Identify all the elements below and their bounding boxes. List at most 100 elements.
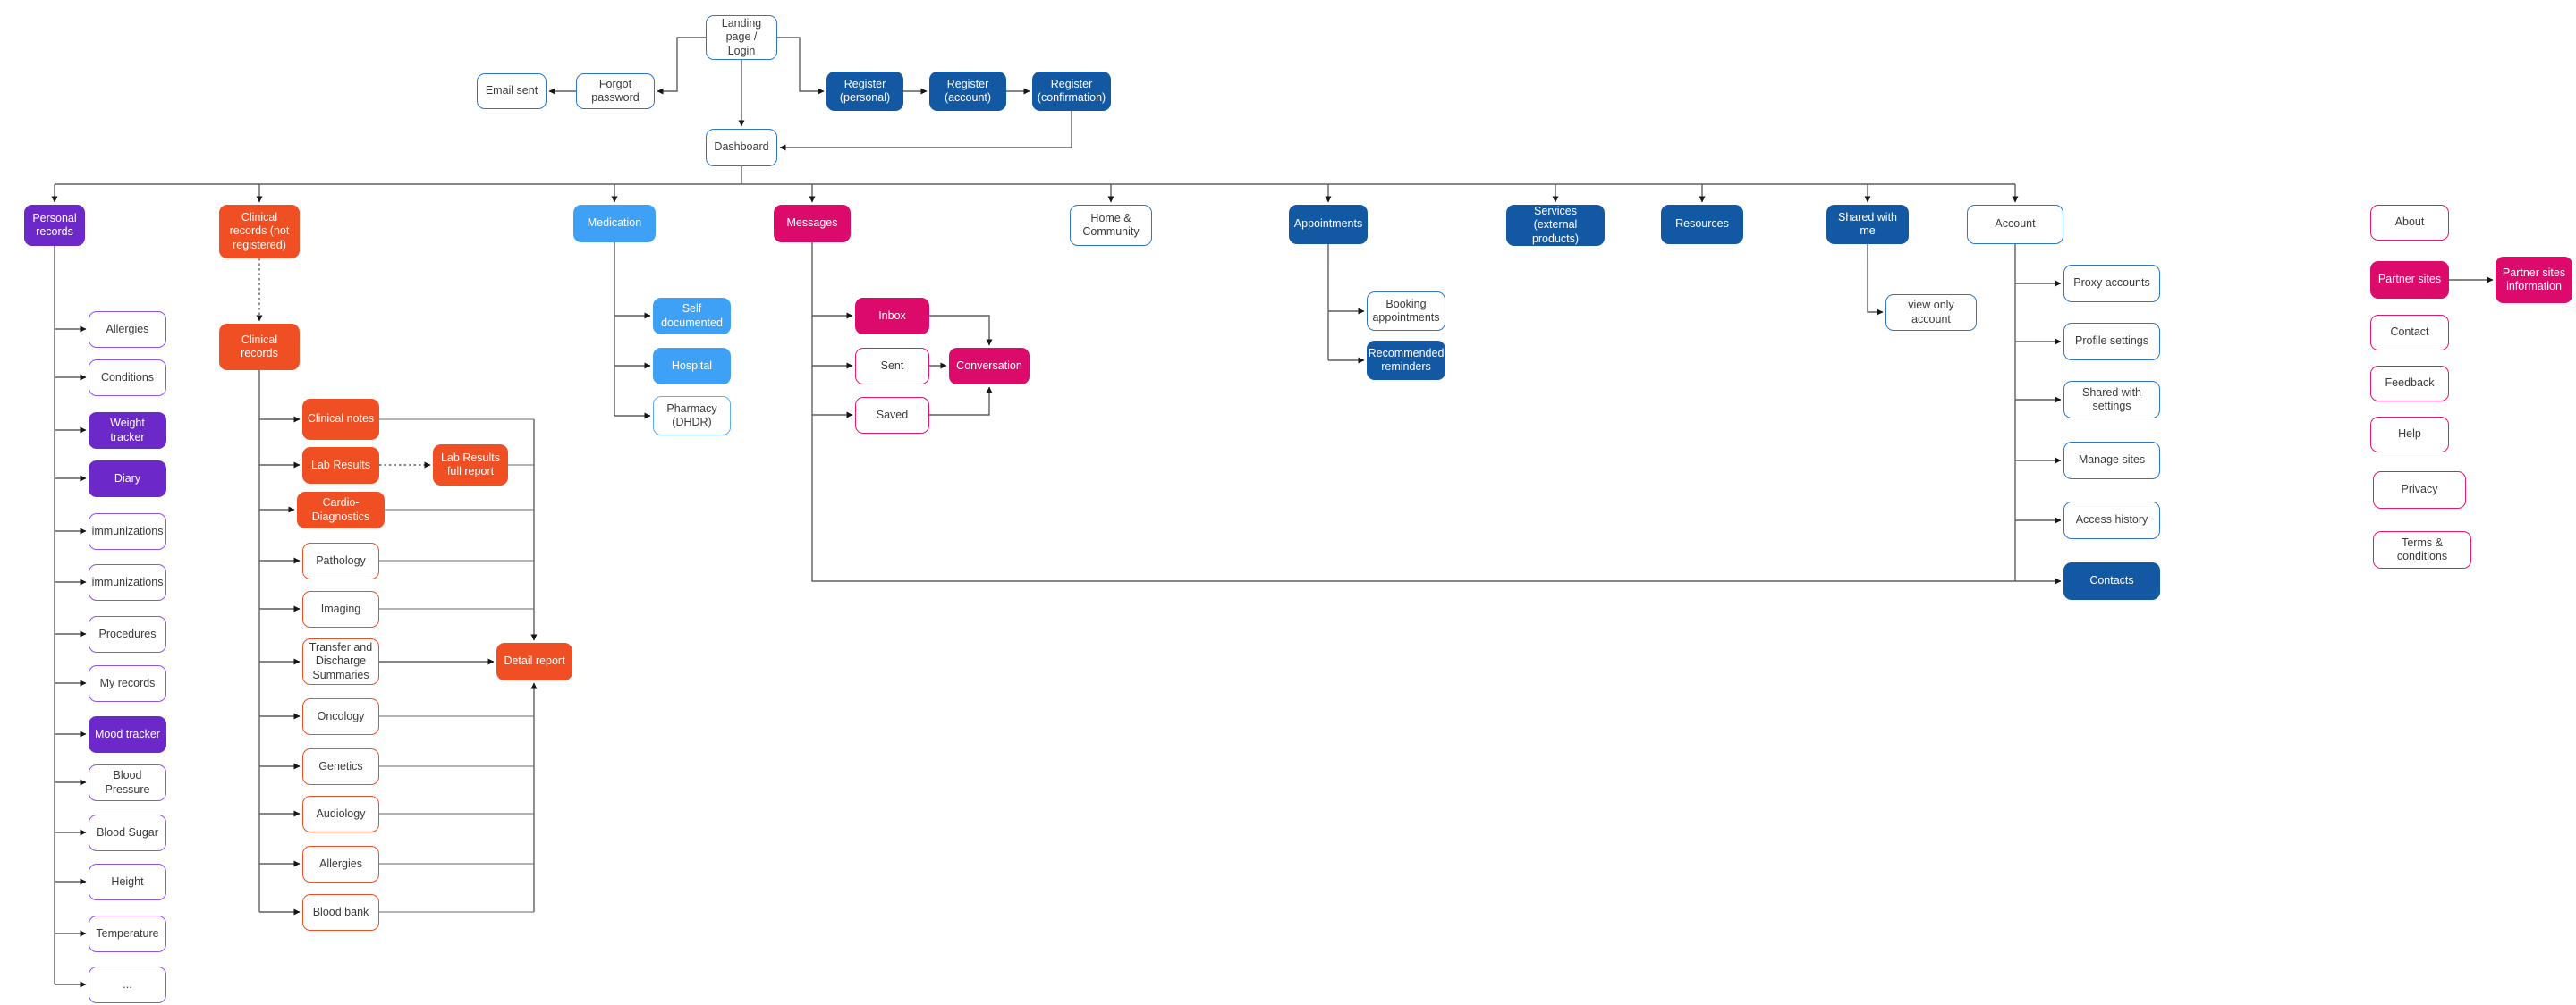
register-confirmation[interactable]: Register (confirmation) [1032, 72, 1111, 111]
genetics[interactable]: Genetics [302, 748, 379, 785]
help[interactable]: Help [2370, 417, 2449, 452]
clinical-notes[interactable]: Clinical notes [302, 399, 379, 440]
pharmacy-dhdr[interactable]: Pharmacy (DHDR) [653, 396, 731, 435]
mood-tracker[interactable]: Mood tracker [89, 716, 166, 753]
register-account[interactable]: Register (account) [929, 72, 1006, 111]
immunizations-2[interactable]: immunizations [89, 564, 166, 601]
saved[interactable]: Saved [855, 397, 929, 434]
allergies-personal[interactable]: Allergies [89, 311, 166, 348]
register-personal[interactable]: Register (personal) [826, 72, 903, 111]
account[interactable]: Account [1967, 205, 2063, 244]
landing-page-login[interactable]: Landing page / Login [706, 15, 777, 60]
resources[interactable]: Resources [1661, 205, 1743, 244]
sent[interactable]: Sent [855, 348, 929, 384]
procedures[interactable]: Procedures [89, 616, 166, 653]
dashboard[interactable]: Dashboard [706, 129, 777, 166]
messages[interactable]: Messages [774, 205, 851, 242]
edge-inbox-to-conversation [929, 315, 993, 346]
feedback[interactable]: Feedback [2370, 366, 2449, 401]
weight-tracker-label: Weight tracker [110, 417, 145, 443]
shared-with-settings[interactable]: Shared with settings [2063, 381, 2160, 418]
home-community[interactable]: Home & Community [1070, 205, 1152, 246]
medication[interactable]: Medication [573, 205, 656, 242]
register-confirmation-label: Register (confirmation) [1037, 77, 1106, 104]
shared-with-me[interactable]: Shared with me [1826, 205, 1909, 244]
email-sent[interactable]: Email sent [477, 73, 547, 109]
messages-label: Messages [786, 216, 838, 230]
hospital[interactable]: Hospital [653, 348, 731, 384]
blood-sugar[interactable]: Blood Sugar [89, 815, 166, 851]
conversation[interactable]: Conversation [949, 348, 1030, 384]
access-history[interactable]: Access history [2063, 502, 2160, 539]
temperature[interactable]: Temperature [89, 916, 166, 952]
edge-landing-to-register-personal [777, 37, 825, 95]
saved-label: Saved [876, 408, 909, 421]
conditions-label: Conditions [100, 370, 155, 384]
contact[interactable]: Contact [2370, 315, 2449, 350]
proxy-accounts[interactable]: Proxy accounts [2063, 265, 2160, 302]
help-label: Help [2398, 427, 2421, 441]
inbox[interactable]: Inbox [855, 298, 929, 334]
height[interactable]: Height [89, 864, 166, 900]
about[interactable]: About [2370, 205, 2449, 241]
sent-label: Sent [880, 359, 904, 372]
resources-label: Resources [1675, 217, 1729, 231]
conditions[interactable]: Conditions [89, 359, 166, 396]
partner-sites-information[interactable]: Partner sites information [2496, 257, 2572, 303]
about-label: About [2394, 215, 2425, 229]
appointments[interactable]: Appointments [1289, 205, 1368, 244]
manage-sites[interactable]: Manage sites [2063, 442, 2160, 479]
allergies-personal-label: Allergies [106, 322, 149, 335]
recommended-reminders[interactable]: Recommended reminders [1367, 341, 1445, 380]
imaging-label: Imaging [320, 602, 361, 615]
profile-settings[interactable]: Profile settings [2063, 323, 2160, 360]
personal-records[interactable]: Personal records [24, 205, 85, 246]
blood-pressure[interactable]: Blood Pressure [89, 764, 166, 801]
account-label: Account [1995, 217, 2036, 231]
edge-register-confirmation-to-dashboard [779, 111, 1072, 151]
recommended-reminders-label: Recommended reminders [1368, 346, 1445, 373]
immunizations-1-label: immunizations [91, 524, 164, 537]
profile-settings-label: Profile settings [2075, 334, 2148, 348]
self-documented[interactable]: Self documented [653, 298, 731, 334]
contacts[interactable]: Contacts [2063, 562, 2160, 600]
appointments-label: Appointments [1293, 217, 1363, 231]
edge-group [51, 37, 2494, 988]
more-trackers[interactable]: ... [89, 967, 166, 1003]
clinical-records-not-registered[interactable]: Clinical records (not registered) [219, 205, 300, 258]
diary[interactable]: Diary [89, 460, 166, 497]
genetics-label: Genetics [318, 759, 363, 773]
pathology[interactable]: Pathology [302, 543, 379, 579]
immunizations-2-label: immunizations [91, 575, 164, 588]
shared-with-settings-label: Shared with settings [2081, 385, 2141, 412]
blood-bank-label: Blood bank [312, 905, 369, 918]
procedures-label: Procedures [98, 627, 157, 640]
immunizations-1[interactable]: immunizations [89, 513, 166, 550]
lab-results-full-report[interactable]: Lab Results full report [433, 444, 508, 486]
oncology[interactable]: Oncology [302, 698, 379, 735]
transfer-discharge-summaries[interactable]: Transfer and Discharge Summaries [302, 638, 379, 685]
imaging[interactable]: Imaging [302, 591, 379, 628]
terms-conditions[interactable]: Terms & conditions [2373, 531, 2471, 569]
clinical-records[interactable]: Clinical records [219, 324, 300, 370]
clinical-records-label: Clinical records [241, 333, 278, 359]
booking-appointments[interactable]: Booking appointments [1367, 291, 1445, 331]
detail-report[interactable]: Detail report [496, 643, 572, 680]
my-records[interactable]: My records [89, 665, 166, 702]
cardio-diagnostics[interactable]: Cardio-Diagnostics [297, 492, 385, 528]
forgot-password[interactable]: Forgot password [576, 73, 655, 109]
services-external-products[interactable]: Services (external products) [1506, 205, 1605, 246]
allergies-clinical[interactable]: Allergies [302, 846, 379, 883]
lab-results[interactable]: Lab Results [302, 447, 379, 484]
audiology[interactable]: Audiology [302, 796, 379, 832]
self-documented-label: Self documented [661, 302, 723, 329]
home-community-label: Home & Community [1082, 211, 1140, 238]
services-external-products-label: Services (external products) [1531, 205, 1580, 245]
weight-tracker[interactable]: Weight tracker [89, 412, 166, 449]
partner-sites[interactable]: Partner sites [2370, 261, 2449, 299]
blood-bank[interactable]: Blood bank [302, 894, 379, 931]
privacy[interactable]: Privacy [2373, 471, 2466, 509]
view-only-account[interactable]: view only account [1885, 294, 1977, 331]
privacy-label: Privacy [2401, 483, 2438, 496]
